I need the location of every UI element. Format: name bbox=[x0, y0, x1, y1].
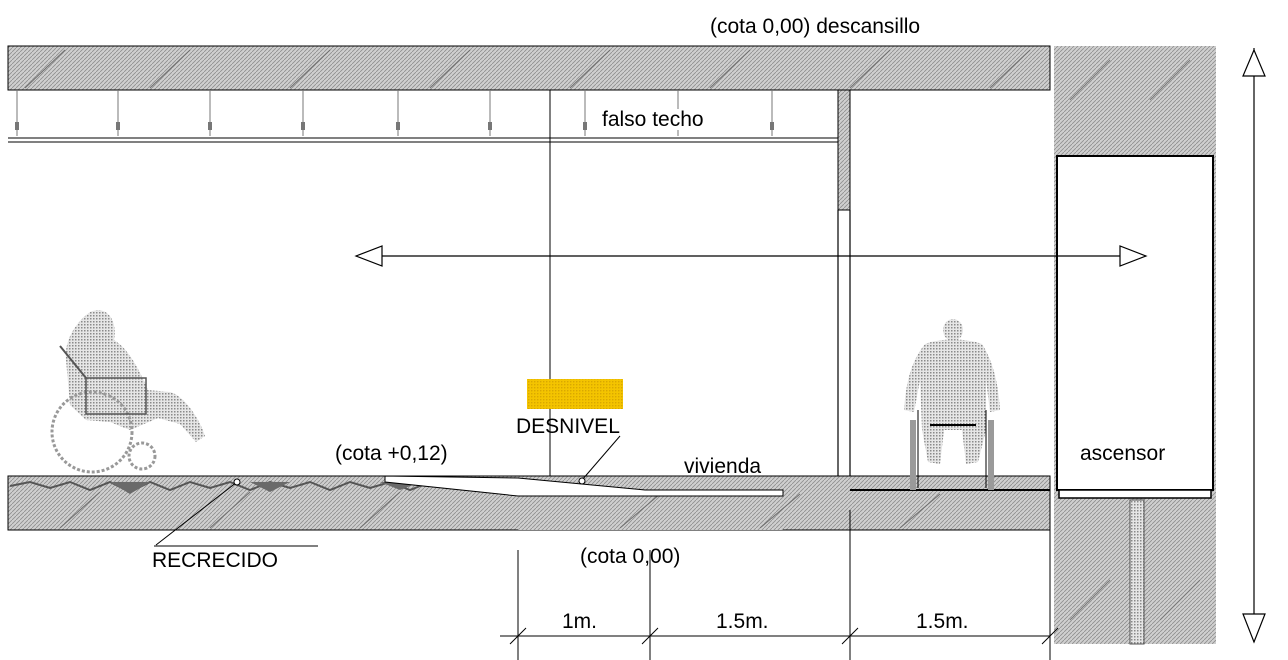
zero-level-label: (cota 0,00) bbox=[580, 545, 681, 568]
landing-level-label: (cota 0,00) descansillo bbox=[710, 15, 921, 38]
ramp-surface bbox=[384, 475, 1050, 497]
raised-level-label: (cota +0,12) bbox=[335, 442, 448, 465]
wheelchair-user-front bbox=[904, 319, 1000, 490]
tactile-warning-strip bbox=[527, 379, 623, 409]
dimension-label: 1.5m. bbox=[716, 610, 769, 633]
wheelchair-user-side bbox=[50, 310, 205, 474]
elevator-label: ascensor bbox=[1080, 442, 1166, 465]
screed-label: RECRECIDO bbox=[152, 549, 279, 572]
partition-wall bbox=[837, 89, 851, 490]
dimension-label: 1.5m. bbox=[916, 610, 969, 633]
elevator-car bbox=[1056, 155, 1214, 645]
level-change-leader bbox=[581, 435, 621, 481]
horizontal-span-arrow bbox=[354, 245, 1148, 267]
screed-leader bbox=[155, 481, 238, 546]
dimension-label: 1m. bbox=[562, 610, 598, 633]
dwelling-label: vivienda bbox=[684, 455, 762, 478]
ceiling-slab bbox=[7, 45, 1051, 91]
level-change-label: DESNIVEL bbox=[516, 415, 620, 438]
false-ceiling bbox=[8, 90, 838, 143]
vertical-span-arrow bbox=[1242, 48, 1266, 644]
dimension-line bbox=[500, 510, 1059, 660]
false-ceiling-label: falso techo bbox=[600, 108, 706, 131]
